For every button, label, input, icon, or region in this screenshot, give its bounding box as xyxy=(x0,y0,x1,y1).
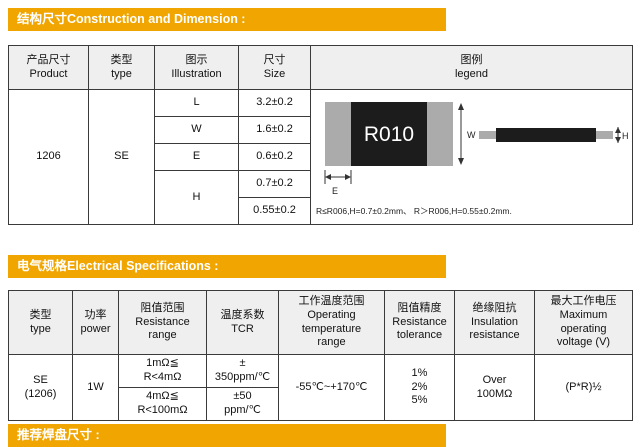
dim-h-arrow-down xyxy=(615,137,621,143)
section-header-construction: 结构尺寸Construction and Dimension : xyxy=(8,8,446,31)
legend-note: R≤R006,H=0.7±0.2mm、 R＞R006,H=0.55±0.2mm. xyxy=(316,206,512,217)
spec-col-max-voltage: 最大工作电压 Maximum operating voltage (V) xyxy=(534,290,633,355)
dim-w-label: W xyxy=(467,130,476,140)
spec-temp-value: -55℃~+170℃ xyxy=(278,354,385,421)
sideview-right-terminal xyxy=(596,131,613,139)
spec-type-value: SE (1206) xyxy=(8,354,73,421)
dim-col-type: 类型 type xyxy=(88,45,155,90)
dim-col-product: 产品尺寸 Product xyxy=(8,45,89,90)
dim-size-e: 0.6±0.2 xyxy=(238,143,311,171)
spec-col-type: 类型 type xyxy=(8,290,73,355)
sideview-left-terminal xyxy=(479,131,496,139)
chip-diagram: R010 W E H xyxy=(324,102,629,196)
section-title-partial: 推荐焊盘尺寸 : xyxy=(17,428,100,442)
spec-power-value: 1W xyxy=(72,354,119,421)
spec-tcr-row2: ±50 ppm/℃ xyxy=(206,387,279,421)
dim-e-label: E xyxy=(332,186,338,196)
dim-size-h2: 0.55±0.2 xyxy=(238,197,311,225)
dim-w-arrow-down xyxy=(458,158,464,165)
dim-size-h1: 0.7±0.2 xyxy=(238,170,311,198)
dim-size-l: 3.2±0.2 xyxy=(238,89,311,117)
dim-label-e: E xyxy=(154,143,239,171)
dim-h-arrow-up xyxy=(615,127,621,133)
spec-col-insulation: 绝缘阻抗 Insulation resistance xyxy=(454,290,535,355)
type-value: SE xyxy=(88,89,155,225)
legend-cell: R010 W E H xyxy=(310,89,633,225)
section-header-partial: 推荐焊盘尺寸 : xyxy=(8,424,446,447)
spec-col-power: 功率 power xyxy=(72,290,119,355)
spec-col-tolerance: 阻值精度 Resistance tolerance xyxy=(384,290,455,355)
dimension-table: 产品尺寸 Product 类型 type 图示 Illustration 尺寸 … xyxy=(8,45,633,225)
dim-e-arrow-right xyxy=(345,174,351,180)
dim-label-w: W xyxy=(154,116,239,144)
dim-label-l: L xyxy=(154,89,239,117)
product-value: 1206 xyxy=(8,89,89,225)
spec-col-resistance-range: 阻值范围 Resistance range xyxy=(118,290,207,355)
section-header-electrical: 电气规格Electrical Specifications : xyxy=(8,255,446,278)
spec-tcr-row1: ± 350ppm/℃ xyxy=(206,354,279,388)
section-title-construction: 结构尺寸Construction and Dimension : xyxy=(17,12,246,26)
electrical-spec-table: 类型 type 功率 power 阻值范围 Resistance range 温… xyxy=(8,290,633,421)
dim-col-legend: 图例 legend xyxy=(310,45,633,90)
dim-label-h: H xyxy=(154,170,239,225)
dim-h-label: H xyxy=(622,131,629,141)
dim-w-arrow-up xyxy=(458,103,464,110)
spec-range-row2: 4mΩ≦ R<100mΩ xyxy=(118,387,207,421)
spec-tolerance-value: 1% 2% 5% xyxy=(384,354,455,421)
chip-left-terminal xyxy=(325,102,351,166)
dim-col-size: 尺寸 Size xyxy=(238,45,311,90)
chip-marking: R010 xyxy=(364,123,414,146)
chip-right-terminal xyxy=(427,102,453,166)
chip-body xyxy=(351,102,427,166)
spec-voltage-value: (P*R)½ xyxy=(534,354,633,421)
dim-size-w: 1.6±0.2 xyxy=(238,116,311,144)
spec-insulation-value: Over 100MΩ xyxy=(454,354,535,421)
sideview-body xyxy=(496,128,596,142)
spec-col-tcr: 温度系数 TCR xyxy=(206,290,279,355)
spec-range-row1: 1mΩ≦ R<4mΩ xyxy=(118,354,207,388)
dim-e-arrow-left xyxy=(325,174,331,180)
section-title-electrical: 电气规格Electrical Specifications : xyxy=(17,259,219,273)
dim-col-illustration: 图示 Illustration xyxy=(154,45,239,90)
spec-col-operating-temp: 工作温度范围 Operating temperature range xyxy=(278,290,385,355)
